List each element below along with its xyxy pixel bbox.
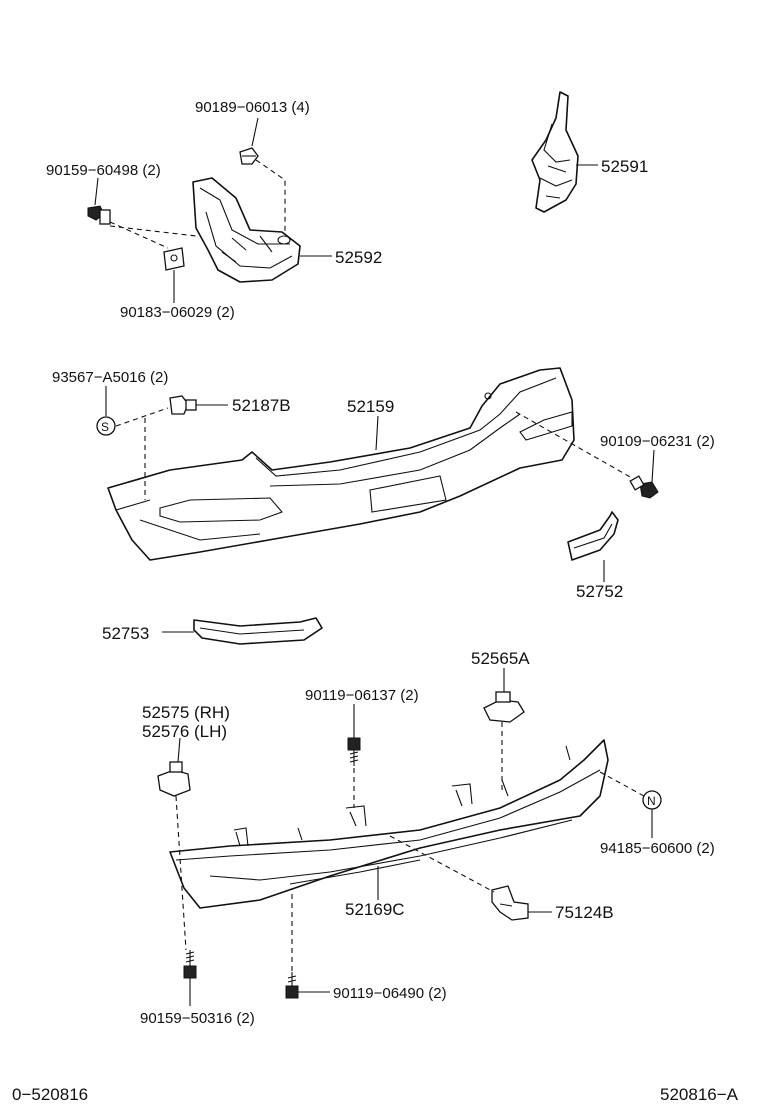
bolt-90159-60498 [87,205,111,225]
screw-90119-06490 [285,972,299,999]
label-90183-06029: 90183−06029 (2) [120,304,235,321]
bolt-90159-50316 [183,950,197,979]
label-52565a: 52565A [471,649,530,668]
label-52187b: 52187B [232,396,291,415]
bolt-90119-06137 [347,737,361,766]
label-52592: 52592 [335,248,382,267]
retainer-52565a [483,691,525,723]
lower-bumper-52169c [169,739,609,909]
bracket-75124b [491,885,529,921]
n-mark-symbol: N [642,790,662,810]
reflector-52752 [567,511,619,561]
label-52752: 52752 [576,582,623,601]
label-90109-06231: 90109−06231 (2) [600,433,715,450]
label-93567-A5016: 93567−A5016 (2) [52,369,168,386]
label-52575-rh: 52575 (RH) [142,703,230,722]
clip-90189 [239,147,259,165]
s-mark-symbol: S [96,416,116,436]
bumper-cover-52159 [107,367,575,561]
clip-90183 [163,247,185,271]
label-75124b: 75124B [555,903,614,922]
footer-left-code: 0−520816 [12,1085,88,1104]
mudguard-52592 [192,177,301,283]
footer-right-code: 520816−A [660,1085,739,1104]
label-52576-lh: 52576 (LH) [142,722,227,741]
s-mark-text: S [101,420,109,434]
label-90189-06013: 90189−06013 (4) [195,99,310,116]
label-52159: 52159 [347,397,394,416]
label-52753: 52753 [102,624,149,643]
label-94185-60600: 94185−60600 (2) [600,840,715,857]
reflector-52753 [193,617,323,645]
retainer-52575-52576 [157,761,191,797]
label-52591: 52591 [601,157,648,176]
label-90119-06490: 90119−06490 (2) [333,985,447,1002]
mudguard-52591 [531,91,579,213]
label-90159-60498: 90159−60498 (2) [46,162,161,179]
screw-90109-06231 [629,475,659,499]
n-mark-text: N [647,794,656,808]
label-90159-50316: 90159−50316 (2) [140,1010,255,1027]
label-52169c: 52169C [345,900,405,919]
label-90119-06137: 90119−06137 (2) [305,687,419,704]
pushnut-52187b [169,395,197,415]
